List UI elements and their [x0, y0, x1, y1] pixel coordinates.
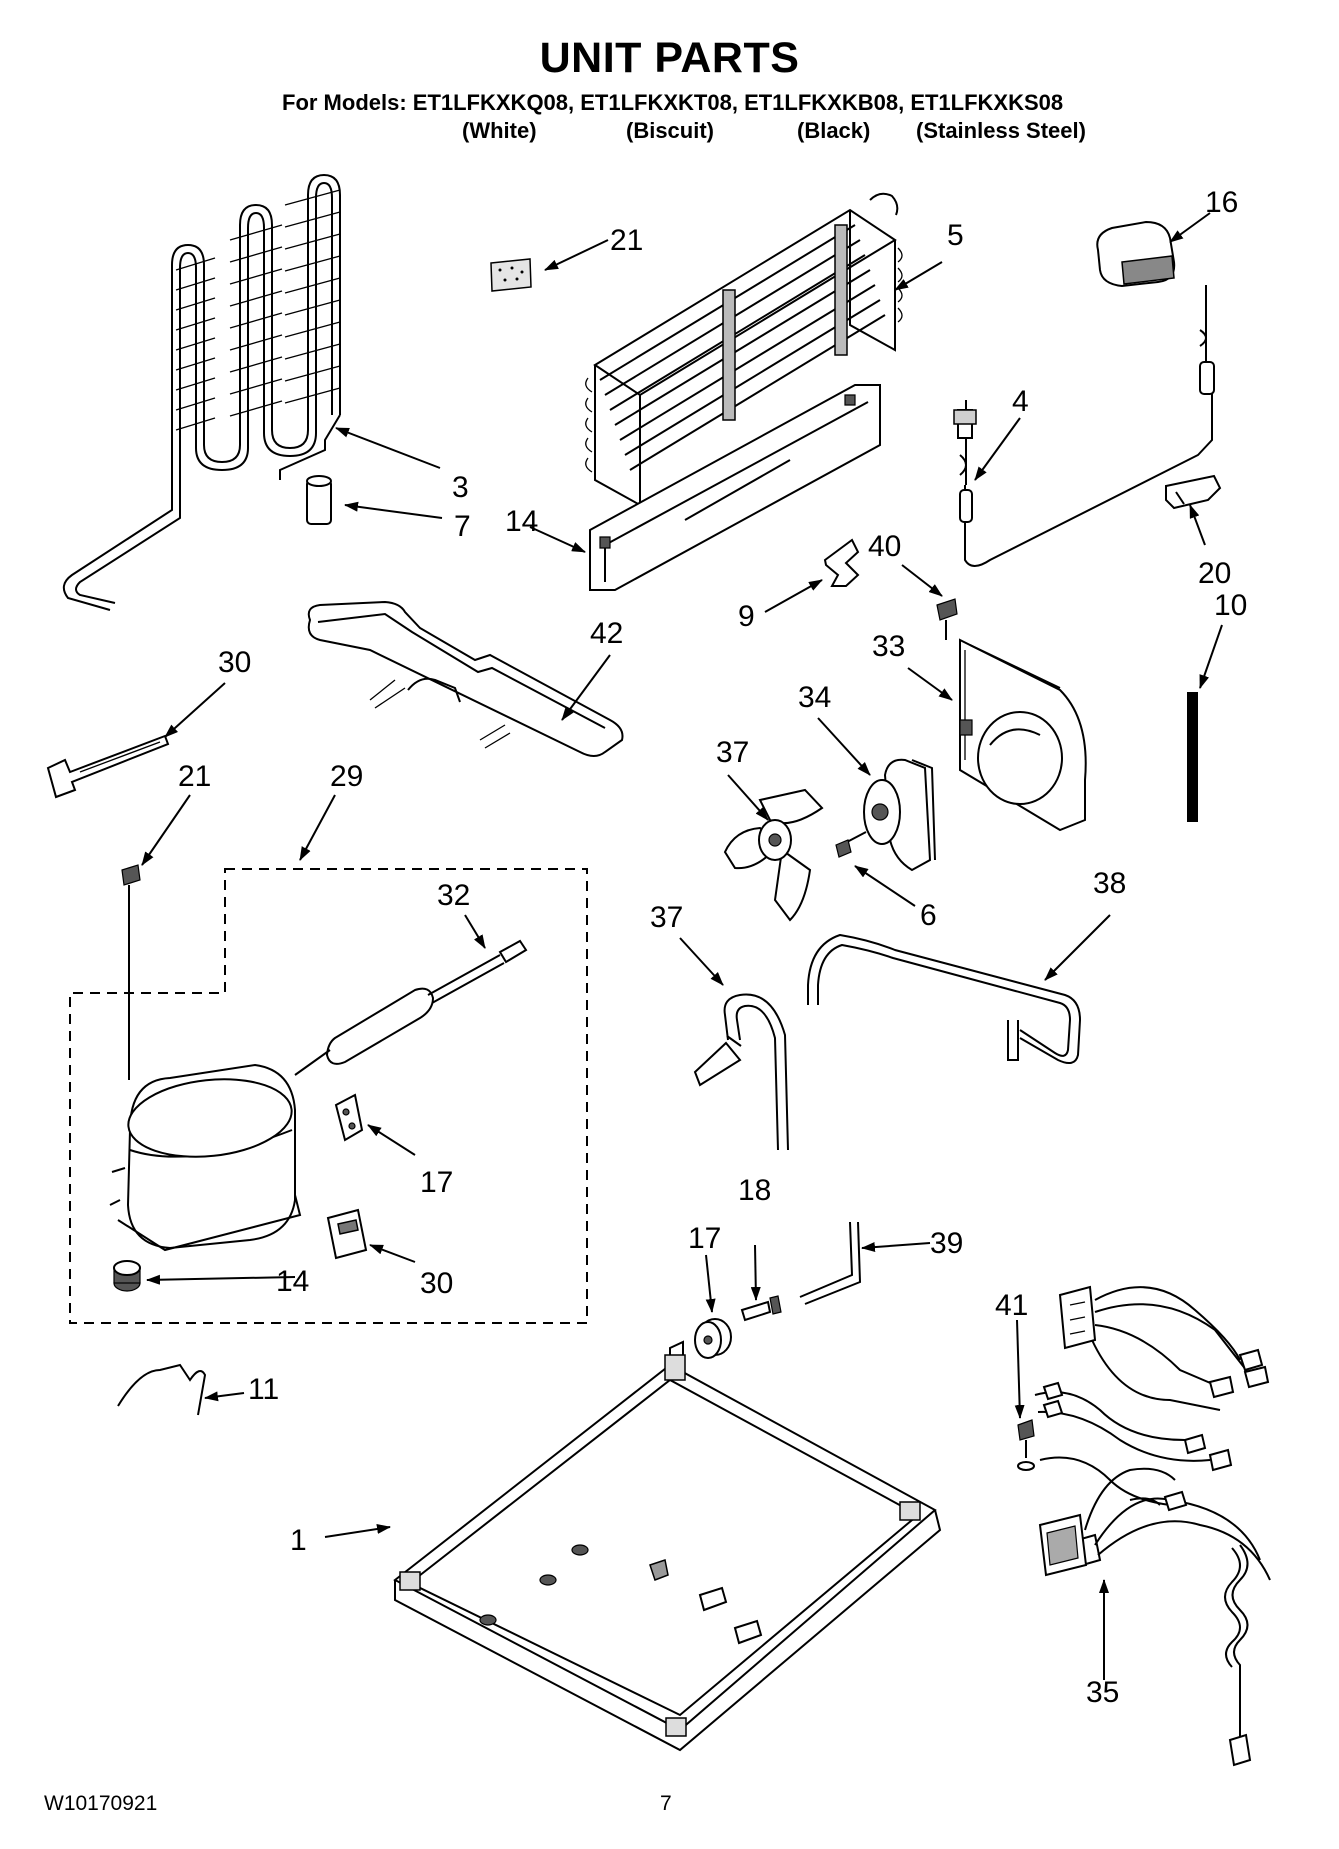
finish-white: (White) — [462, 118, 537, 143]
bracket-part — [823, 538, 860, 587]
screw-6 — [835, 831, 867, 858]
kit-boundary — [69, 868, 588, 1324]
capacitor-part — [306, 475, 332, 525]
relay-15 — [334, 1093, 364, 1142]
evaporator — [585, 192, 903, 507]
callout-30: 30 — [218, 646, 251, 679]
callout-11: 11 — [248, 1373, 279, 1406]
drier — [294, 939, 528, 1076]
callout-7: 14 — [505, 505, 538, 538]
drain-trough — [589, 384, 881, 591]
document-number: W10170921 — [44, 1792, 158, 1815]
callout-41: 41 — [995, 1289, 1028, 1322]
callout-35: 35 — [1086, 1676, 1119, 1709]
base-frame — [393, 1340, 942, 1752]
fan-blade — [723, 788, 824, 922]
screw-20 — [121, 864, 141, 1080]
callout-21: 21 — [610, 224, 643, 257]
callout-1: 1 — [290, 1524, 307, 1557]
callout-15: 17 — [420, 1166, 453, 1199]
wire-clip-11 — [117, 1363, 207, 1416]
callout-6: 6 — [920, 899, 937, 932]
callout-42: 42 — [590, 617, 623, 650]
callout-38: 38 — [1093, 867, 1126, 900]
callout-17: 17 — [688, 1222, 721, 1255]
thermistor-harness — [953, 285, 1215, 567]
callout-20: 21 — [178, 760, 211, 793]
overload-32 — [326, 1208, 368, 1260]
page-number: 7 — [660, 1792, 672, 1815]
callout-14: 14 — [276, 1265, 309, 1298]
finish-black: (Black) — [797, 118, 871, 143]
tube-38 — [807, 933, 1082, 1065]
roller-17 — [694, 1318, 732, 1359]
callout-33: 33 — [872, 630, 905, 663]
cap-part — [1096, 220, 1176, 288]
callout-40: 40 — [868, 530, 901, 563]
callout-3: 3 — [452, 471, 469, 504]
callout-5: 5 — [947, 219, 964, 252]
finish-biscuit: (Biscuit) — [626, 118, 714, 143]
callout-9: 9 — [738, 600, 755, 633]
compressor — [109, 1063, 302, 1252]
grommet-14 — [113, 1260, 141, 1292]
callout-37: 37 — [650, 901, 683, 934]
hose-37 — [693, 993, 789, 1151]
callout-19: 20 — [1198, 557, 1231, 590]
callout-36: 37 — [716, 736, 749, 769]
finish-stainless: (Stainless Steel) — [916, 118, 1086, 143]
callout-10: 10 — [1214, 589, 1247, 622]
screw-41 — [1017, 1419, 1035, 1471]
drain-pan — [307, 600, 624, 757]
cable-tie — [46, 734, 170, 799]
fan-motor — [863, 758, 936, 872]
callout-32: 30 — [420, 1267, 453, 1300]
rod-39 — [799, 1221, 862, 1305]
clip-part — [1165, 474, 1222, 510]
callout-16: 16 — [1205, 186, 1238, 219]
screw-40 — [936, 598, 958, 640]
callout-29: 32 — [437, 879, 470, 912]
models-line: For Models: ET1LFKXKQ08, ET1LFKXKT08, ET… — [282, 90, 1064, 115]
callout-8: 7 — [454, 510, 471, 543]
strip-part — [1187, 692, 1198, 822]
callout-34: 34 — [798, 681, 831, 714]
screw-18 — [740, 1295, 782, 1322]
pad-part — [490, 258, 532, 292]
fan-shroud — [959, 638, 1087, 832]
callout-39: 39 — [930, 1227, 963, 1260]
callout-28: 29 — [330, 760, 363, 793]
callout-18: 18 — [738, 1174, 771, 1207]
page-title: UNIT PARTS — [539, 34, 800, 82]
callout-4: 4 — [1012, 385, 1029, 418]
condenser-coil — [62, 173, 341, 611]
wiring-harness — [1034, 1285, 1271, 1767]
